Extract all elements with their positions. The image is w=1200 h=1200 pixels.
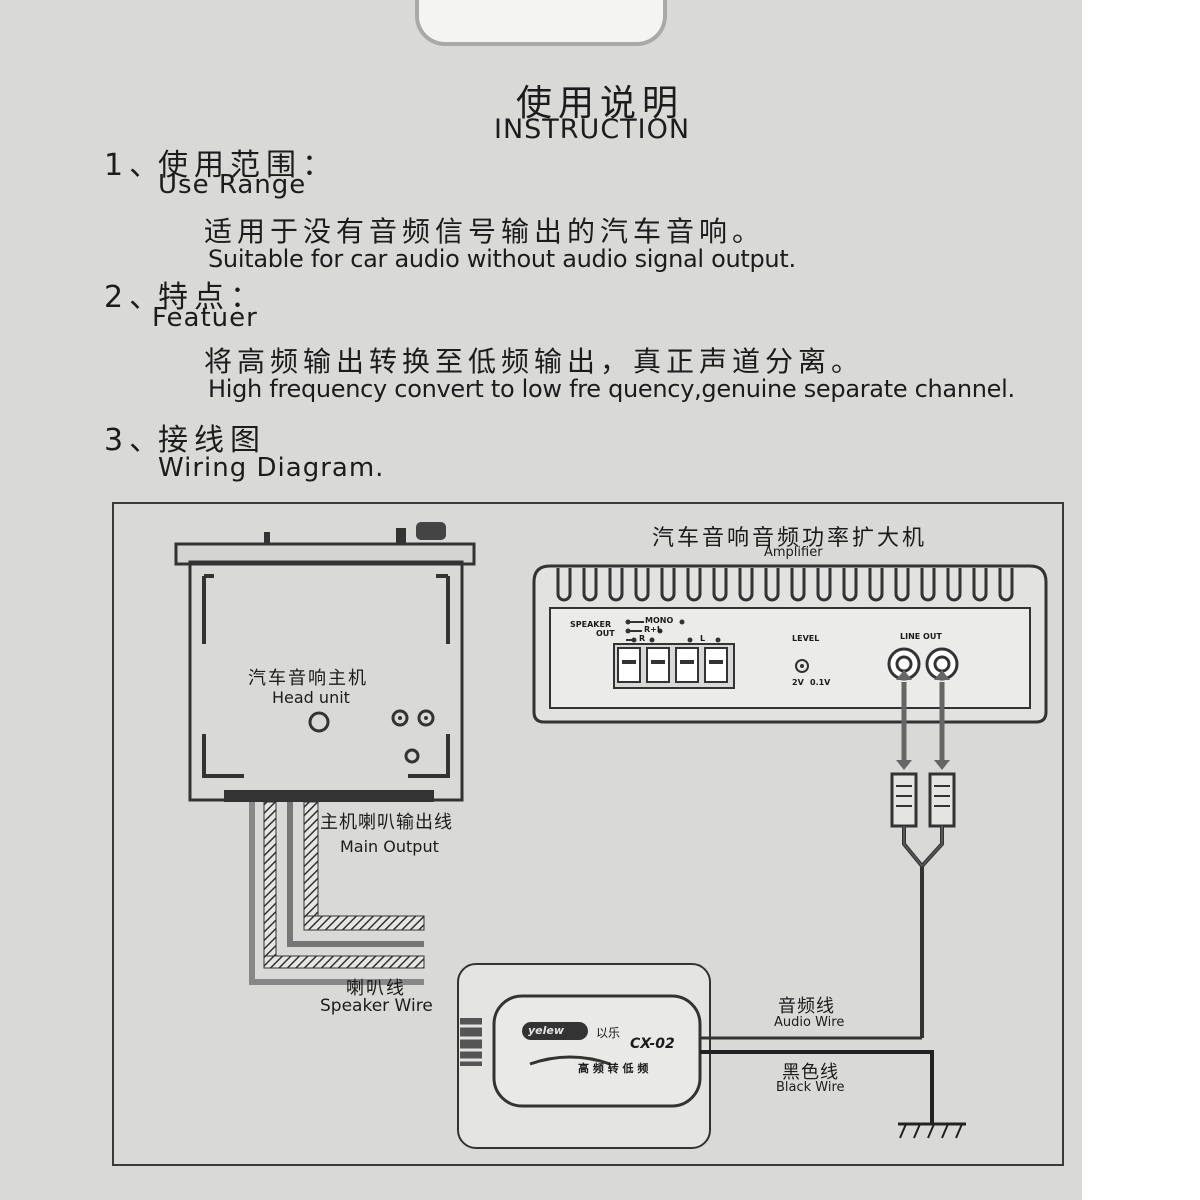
section-1-heading-en: Use Range	[158, 170, 307, 200]
section-3-number: 3、	[104, 423, 166, 458]
rca-cables	[890, 670, 956, 1038]
section-2-body-cn: 将高频输出转换至低频输出，真正声道分离。	[204, 345, 865, 378]
speaker-wire-label-cn: 喇叭线	[346, 978, 406, 999]
mono-label: MONO	[645, 616, 674, 625]
speaker-out-label-top: SPEAKER	[570, 620, 612, 629]
main-output-label-en: Main Output	[340, 837, 439, 856]
black-wire-label-en: Black Wire	[776, 1080, 845, 1095]
speaker-wire-label-en: Speaker Wire	[320, 996, 433, 1016]
hang-hole	[415, 0, 667, 46]
section-2-heading-cn: 特点：	[158, 280, 266, 315]
section-3-heading-en: Wiring Diagram.	[158, 453, 385, 483]
converter-brand: yelew	[528, 1024, 565, 1037]
l-label: L	[700, 634, 706, 643]
section-2-heading-en: Featuer	[152, 303, 258, 333]
converter-brand-cn: 以乐	[596, 1026, 621, 1040]
speaker-wire-bundle	[249, 801, 425, 985]
wiring-diagram: 汽车音响音频功率扩大机 Amplifier SPEAKER OUT MONO R…	[112, 502, 1064, 1166]
converter-drawing	[457, 963, 711, 1149]
amplifier-label-cn: 汽车音响音频功率扩大机	[652, 526, 928, 551]
wiring-diagram-drawing	[174, 522, 1048, 1149]
speaker-out-label-bottom: OUT	[596, 629, 615, 638]
line-out-label: LINE OUT	[900, 632, 942, 641]
amplifier-drawing	[532, 564, 1048, 724]
converter-description: 高 频 转 低 频	[578, 1062, 649, 1075]
converter-model: CX-02	[630, 1036, 675, 1052]
section-1-body-en: Suitable for car audio without audio sig…	[208, 245, 796, 273]
head-unit-label-en: Head unit	[272, 688, 350, 707]
main-output-label-cn: 主机喇叭输出线	[320, 812, 453, 833]
section-2-body-en: High frequency convert to low fre quency…	[208, 375, 1015, 403]
r-label: R	[639, 634, 646, 643]
section-1-body-cn: 适用于没有音频信号输出的汽车音响。	[204, 215, 766, 248]
black-wire-label-cn: 黑色线	[782, 1062, 839, 1083]
audio-wire-label-cn: 音频线	[778, 996, 835, 1017]
level-high-label: 0.1V	[810, 678, 831, 687]
level-low-label: 2V	[792, 678, 804, 687]
title-chinese: 使用说明	[516, 83, 685, 124]
level-label: LEVEL	[792, 634, 820, 643]
section-3-heading-cn: 接线图	[158, 423, 266, 458]
output-wires	[700, 1036, 966, 1139]
instruction-sheet: 使用说明 INSTRUCTION 1、 使用范围： Use Range 适用于没…	[0, 0, 1082, 1200]
section-1-number: 1、	[104, 148, 166, 183]
title-english: INSTRUCTION	[494, 114, 691, 145]
section-2-number: 2、	[104, 280, 166, 315]
head-unit-drawing	[174, 522, 476, 802]
amplifier-label-en: Amplifier	[764, 545, 823, 560]
audio-wire-label-en: Audio Wire	[774, 1015, 845, 1030]
head-unit-label-cn: 汽车音响主机	[248, 668, 368, 689]
section-1-heading-cn: 使用范围：	[158, 148, 338, 183]
rl-label: R+L	[644, 625, 662, 634]
